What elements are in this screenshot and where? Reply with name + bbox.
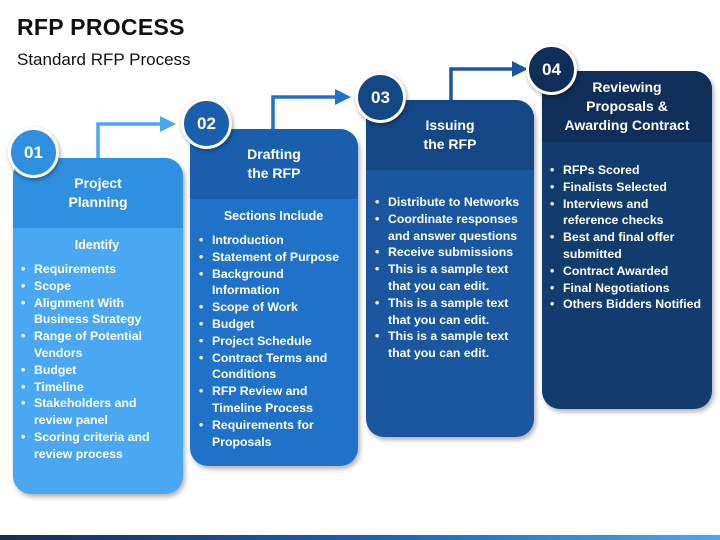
step-card: Project Planning Identify Requirements S… <box>13 158 183 494</box>
list-item: Scope <box>17 278 177 295</box>
step-title-line: Proposals & <box>586 98 668 114</box>
list-item: Contract Awarded <box>546 263 706 280</box>
page-subtitle: Standard RFP Process <box>17 50 191 69</box>
step-body: RFPs Scored Finalists Selected Interview… <box>542 142 712 409</box>
list-item: Background Information <box>195 266 352 300</box>
list-item: Alignment With Business Strategy <box>17 295 177 329</box>
step-card: Drafting the RFP Sections Include Introd… <box>190 129 358 466</box>
list-item: Finalists Selected <box>546 179 706 196</box>
list-item: Best and final offer submitted <box>546 229 706 263</box>
list-item: Scope of Work <box>195 299 352 316</box>
step-body: Distribute to Networks Coordinate respon… <box>366 170 534 437</box>
list-item: Requirements <box>17 261 177 278</box>
step-issuing-rfp: Issuing the RFP Distribute to Networks C… <box>355 72 534 437</box>
step-title-line: the RFP <box>247 165 301 181</box>
step-list: Requirements Scope Alignment With Busine… <box>17 261 177 463</box>
step-drafting-rfp: Drafting the RFP Sections Include Introd… <box>181 98 358 466</box>
step-title-line: Issuing <box>425 117 475 133</box>
list-item: Distribute to Networks <box>371 194 528 211</box>
list-item: Introduction <box>195 232 352 249</box>
step-subheading: Identify <box>74 238 120 252</box>
list-item: Range of Potential Vendors <box>17 328 177 362</box>
step-list: RFPs Scored Finalists Selected Interview… <box>546 162 706 313</box>
list-item: Statement of Purpose <box>195 249 352 266</box>
step-list: Introduction Statement of Purpose Backgr… <box>195 232 352 450</box>
list-item: This is a sample text that you can edit. <box>371 295 528 329</box>
list-item: RFPs Scored <box>546 162 706 179</box>
list-item: Final Negotiations <box>546 280 706 297</box>
page-title: RFP PROCESS <box>17 14 185 40</box>
step-body: Identify Requirements Scope Alignment Wi… <box>13 228 183 494</box>
list-item: Budget <box>17 362 177 379</box>
arrow-head-2 <box>335 89 351 105</box>
step-subheading: Sections Include <box>223 209 324 223</box>
list-item: Scoring criteria and review process <box>17 429 177 463</box>
list-item: This is a sample text that you can edit. <box>371 328 528 362</box>
list-item: Contract Terms and Conditions <box>195 350 352 384</box>
step-number-badge: 03 <box>355 72 406 123</box>
step-body: Sections Include Introduction Statement … <box>190 199 358 466</box>
step-number-badge: 01 <box>8 127 59 178</box>
list-item: Project Schedule <box>195 333 352 350</box>
list-item: RFP Review and Timeline Process <box>195 383 352 417</box>
footer-bar <box>0 535 720 540</box>
step-title-line: Planning <box>68 194 128 210</box>
step-list: Distribute to Networks Coordinate respon… <box>371 194 528 362</box>
step-title-line: Project <box>74 175 122 191</box>
list-item: Receive submissions <box>371 244 528 261</box>
step-project-planning: Project Planning Identify Requirements S… <box>8 127 183 494</box>
step-title-line: Drafting <box>247 146 301 162</box>
step-number-badge: 04 <box>526 44 577 95</box>
step-number-badge: 02 <box>181 98 232 149</box>
list-item: Requirements for Proposals <box>195 417 352 451</box>
list-item: Coordinate responses and answer question… <box>371 211 528 245</box>
list-item: Others Bidders Notified <box>546 296 706 313</box>
step-card: Issuing the RFP Distribute to Networks C… <box>366 100 534 437</box>
list-item: Stakeholders and review panel <box>17 395 177 429</box>
step-card: Reviewing Proposals & Awarding Contract … <box>542 71 712 409</box>
step-title-line: Reviewing <box>592 79 662 95</box>
list-item: Interviews and reference checks <box>546 196 706 230</box>
step-title-line: Awarding Contract <box>564 117 690 133</box>
step-reviewing-proposals: Reviewing Proposals & Awarding Contract … <box>526 44 712 409</box>
step-title-line: the RFP <box>423 136 477 152</box>
list-item: Timeline <box>17 379 177 396</box>
list-item: Budget <box>195 316 352 333</box>
list-item: This is a sample text that you can edit. <box>371 261 528 295</box>
arrow-head-1 <box>160 116 176 132</box>
